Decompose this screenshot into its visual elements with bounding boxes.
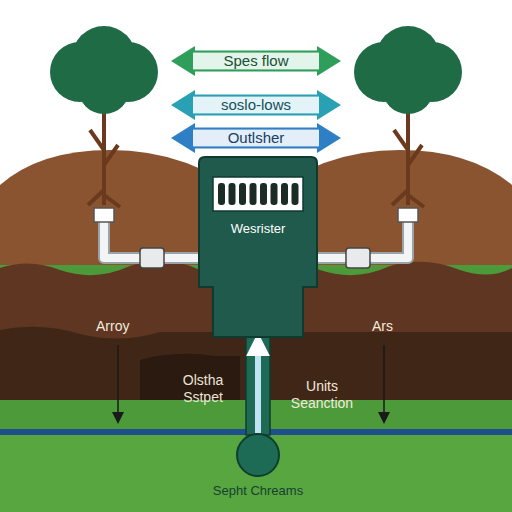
tank-shape: [199, 157, 317, 337]
filter-cell: [271, 183, 278, 205]
tree-canopy: [382, 62, 434, 114]
tree-trunk: [88, 100, 120, 207]
arrowhead: [112, 412, 124, 424]
outlet-pipe: [246, 335, 270, 435]
node-label: Spes flow: [171, 52, 341, 70]
outlet-circle: Sepht Chreams: [236, 433, 280, 477]
flow-banner: soslo-lows: [171, 90, 341, 120]
filter-cell: [218, 183, 225, 205]
tree-canopy: [78, 62, 130, 114]
node-label: Sepht Chreams: [210, 483, 306, 499]
pipe-fitting: [398, 208, 418, 222]
layer-label: Arroy: [96, 318, 129, 335]
flow-banner: Spes flow: [171, 46, 341, 76]
tank-window: [213, 177, 303, 211]
pipe-fitting: [94, 208, 114, 222]
node-label: Wesrister: [199, 221, 317, 237]
filter-cell: [229, 183, 236, 205]
arrowhead: [378, 412, 390, 424]
filter-cell: [292, 183, 299, 205]
tank-body: [199, 157, 317, 337]
filter-cell: [281, 183, 288, 205]
outlet-circle-shape: [237, 434, 279, 476]
filter-cell: [250, 183, 257, 205]
pipe-coupling: [140, 248, 164, 268]
flow-connector: [255, 337, 261, 433]
tree-trunk: [392, 100, 424, 207]
double-arrow: [171, 123, 341, 153]
lower-ground: [0, 435, 512, 512]
double-arrow: [171, 46, 341, 76]
layer-label: Units Seanction: [282, 378, 362, 412]
depth-arrow: [383, 345, 385, 418]
filter-cell: [239, 183, 246, 205]
node-label: soslo-lows: [171, 96, 341, 114]
pipe-coupling: [346, 248, 370, 268]
double-arrow: [171, 90, 341, 120]
filter-cell: [260, 183, 267, 205]
circle-shape: [236, 433, 280, 477]
tank-box: Wesrister: [199, 157, 317, 337]
depth-arrow: [117, 345, 119, 418]
layer-label: Olstha Sstpet: [170, 372, 236, 406]
node-label: Outlsher: [171, 129, 341, 147]
layer-label: Ars: [372, 318, 393, 335]
flow-banner: Outlsher: [171, 123, 341, 153]
